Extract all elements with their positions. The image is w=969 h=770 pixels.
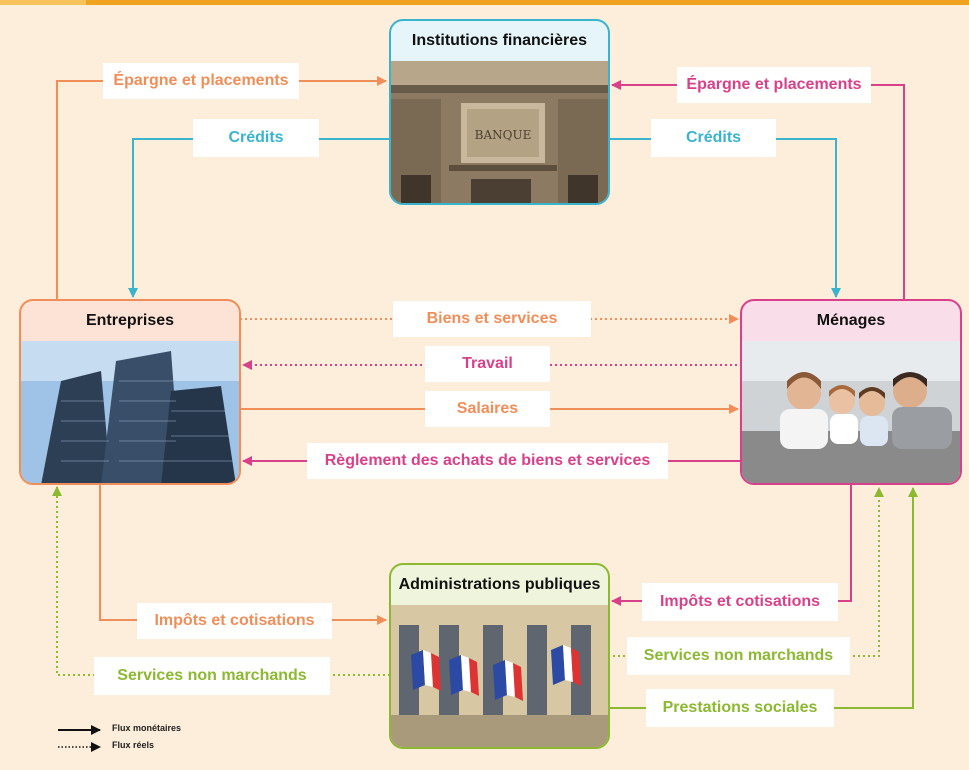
label-salaires: Salaires <box>425 391 550 427</box>
flow-epargne-right <box>611 80 905 300</box>
legend-reels-label: Flux réels <box>112 740 155 750</box>
label-services-nm-left: Services non marchands <box>94 657 330 695</box>
flow-services-nm-right <box>608 487 884 657</box>
flow-impots-left <box>99 485 387 625</box>
legend-monetaires: Flux monétaires <box>58 723 181 733</box>
sector-entreprises-title: Entreprises <box>85 312 175 329</box>
top-accent-bar <box>0 0 969 5</box>
sector-administrations-title: Administrations publiques <box>398 576 601 593</box>
label-credits-left: Crédits <box>193 119 319 157</box>
label-reglement: Règlement des achats de biens et service… <box>307 443 668 479</box>
sector-institutions: Institutions financières BANQUE <box>389 19 610 205</box>
flow-services-nm-left <box>52 486 390 676</box>
sector-entreprises: Entreprises <box>19 299 241 485</box>
label-impots-left: Impôts et cotisations <box>137 603 332 639</box>
flow-credits-right <box>608 138 841 298</box>
label-biens-services: Biens et services <box>393 301 591 337</box>
bank-facade-image: BANQUE <box>391 61 608 203</box>
banque-sign: BANQUE <box>475 128 532 142</box>
label-services-nm-right: Services non marchands <box>627 637 850 675</box>
flow-epargne-left <box>56 76 387 300</box>
label-travail: Travail <box>425 346 550 382</box>
label-prestations: Prestations sociales <box>646 689 834 727</box>
legend-monetaires-label: Flux monétaires <box>112 723 182 733</box>
label-impots-right: Impôts et cotisations <box>642 583 838 621</box>
legend-reels: Flux réels <box>58 740 154 750</box>
sector-menages-title: Ménages <box>816 312 886 329</box>
flow-credits-left <box>128 138 390 298</box>
label-epargne-left: Épargne et placements <box>103 63 299 99</box>
sector-institutions-title: Institutions financières <box>411 32 588 49</box>
sector-administrations: Administrations publiques <box>389 563 610 749</box>
sector-menages: Ménages <box>740 299 962 485</box>
top-accent-tab <box>0 0 86 5</box>
office-towers-image <box>21 341 239 483</box>
label-credits-right: Crédits <box>651 119 776 157</box>
flags-building-image <box>391 605 608 747</box>
family-image <box>742 341 960 483</box>
label-epargne-right: Épargne et placements <box>677 67 871 103</box>
